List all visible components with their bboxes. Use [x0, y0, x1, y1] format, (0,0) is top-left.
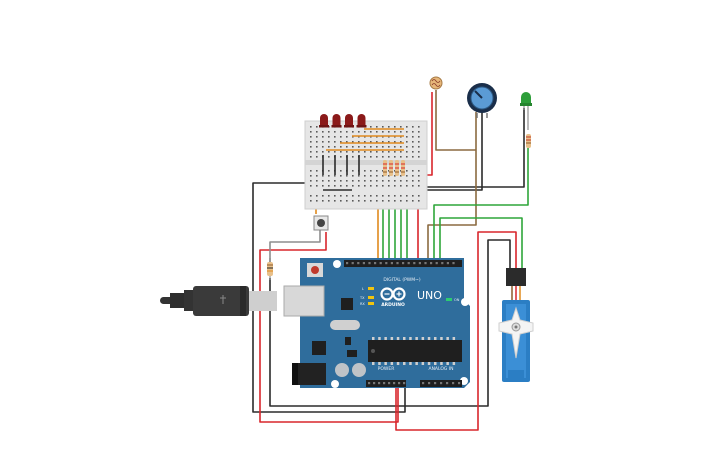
uno-logo-text: UNO — [417, 289, 442, 302]
capacitor-1 — [335, 363, 349, 377]
power-header — [366, 380, 406, 387]
power-header-label: POWER — [378, 366, 395, 372]
wire-brown-ldr[interactable] — [435, 90, 476, 151]
arduino-brand-text: ARDUINO — [381, 302, 405, 308]
led-tx-label: TX — [359, 296, 365, 300]
wire-red-5v[interactable] — [259, 232, 399, 423]
breadboard[interactable] — [304, 120, 428, 210]
power-jack — [292, 363, 326, 385]
pulldown-resistor — [267, 258, 273, 280]
red-leds — [319, 114, 367, 128]
analog-header-label: ANALOG IN — [428, 366, 453, 372]
potentiometer[interactable] — [467, 83, 497, 118]
servo-connector — [506, 268, 526, 286]
breadboard-resistor — [401, 160, 405, 176]
led-on-label: ON — [454, 298, 460, 302]
regulator — [312, 341, 326, 355]
breadboard-resistor — [389, 160, 393, 176]
usb-cable[interactable] — [160, 286, 277, 316]
breadboard-resistors — [383, 160, 405, 176]
wire-green-led[interactable] — [433, 148, 529, 264]
breadboard-resistor — [395, 160, 399, 176]
usb-port — [283, 285, 325, 317]
wire-gray-button[interactable] — [269, 225, 321, 262]
wire-red-servo[interactable] — [395, 231, 517, 431]
capacitor-2 — [352, 363, 366, 377]
arduino-logo — [380, 287, 406, 301]
green-led-resistor — [526, 134, 531, 148]
red-led[interactable] — [331, 114, 342, 128]
red-led[interactable] — [356, 114, 367, 128]
breadboard-black-jumpers — [322, 155, 360, 191]
arduino-uno[interactable]: DIGITAL (PWM~) POWER ANALOG IN UNO ARDUI… — [283, 258, 470, 388]
wire-green-servo[interactable] — [439, 217, 523, 268]
red-led[interactable] — [319, 114, 329, 128]
breadboard-resistor — [383, 160, 387, 176]
led-rx-label: RX — [360, 302, 365, 306]
wire-black-gnd-left[interactable] — [252, 182, 406, 413]
atmega-chip — [368, 340, 462, 362]
servo-horn[interactable] — [498, 306, 534, 359]
red-led[interactable] — [344, 114, 354, 128]
digital-header-label: DIGITAL (PWM~) — [383, 277, 421, 283]
photoresistor[interactable] — [429, 76, 443, 90]
push-button[interactable] — [313, 215, 329, 231]
crystal — [330, 320, 360, 330]
wire-green-bundle[interactable] — [382, 200, 408, 262]
green-led[interactable] — [520, 92, 532, 130]
wire-black-servo[interactable] — [269, 239, 511, 407]
servo-motor[interactable] — [498, 268, 534, 382]
led-l-label: L — [362, 287, 364, 291]
breadboard-jumpers — [326, 128, 404, 151]
usb-chip — [341, 298, 353, 310]
